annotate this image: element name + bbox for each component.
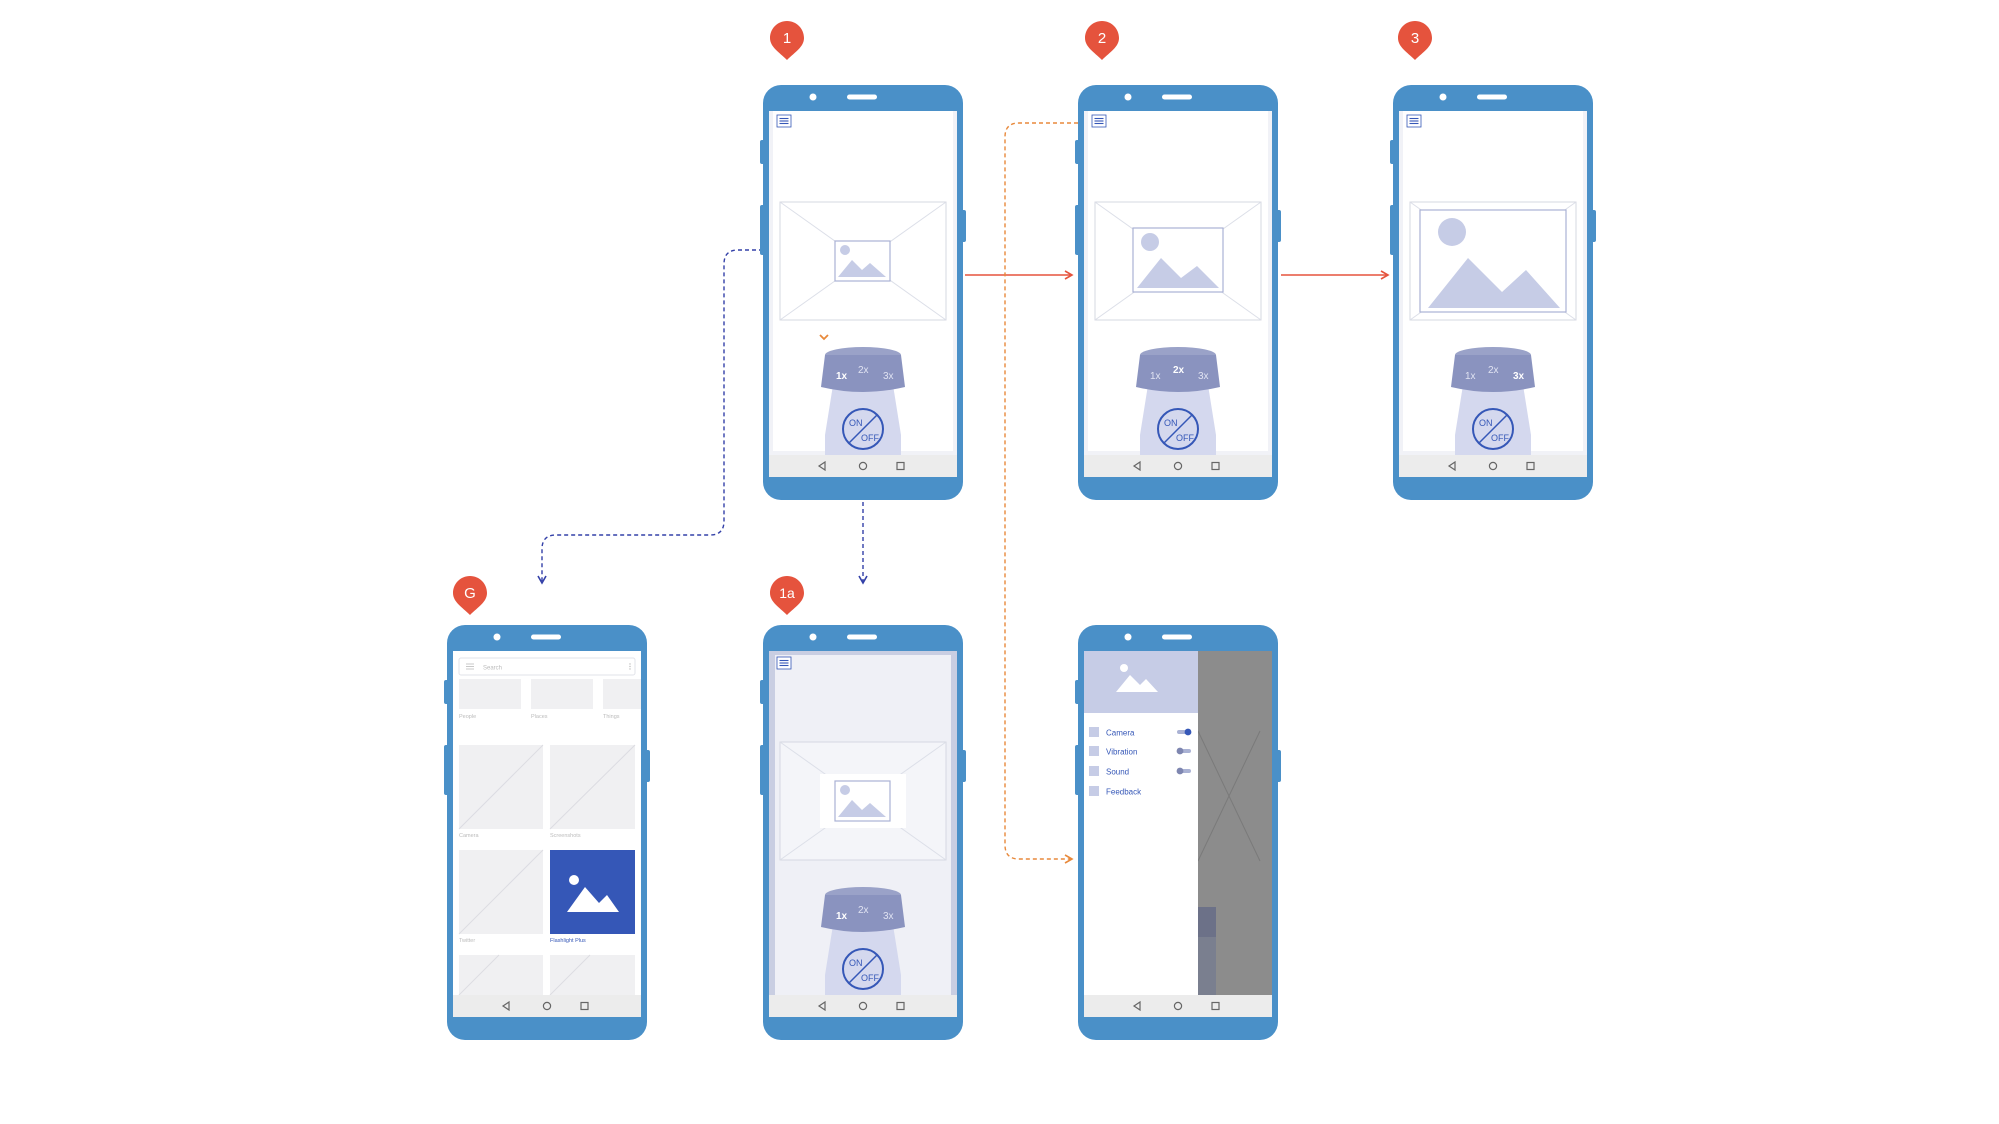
zoom-level-label: 3x xyxy=(883,371,894,382)
system-nav-bar[interactable] xyxy=(768,454,958,478)
album-label: Twitter xyxy=(459,938,475,944)
marker-screen-2: 2 xyxy=(1085,21,1119,60)
zoom-level-label: 3x xyxy=(1513,371,1525,382)
screen-3-phone: 1x 2x 3x ON OFF xyxy=(1390,85,1596,500)
zoom-level-label: 2x xyxy=(1488,365,1499,376)
more-options-icon[interactable] xyxy=(629,663,631,665)
marker-screen-3: 3 xyxy=(1398,21,1432,60)
marker-label: G xyxy=(464,585,476,602)
screen-2-phone: 1x 2x 3x ON OFF xyxy=(1075,85,1281,500)
drawer-item-label: Sound xyxy=(1106,768,1129,777)
feedback-icon xyxy=(1089,786,1099,796)
vibration-toggle[interactable] xyxy=(1176,747,1191,755)
search-placeholder: Search xyxy=(483,666,502,672)
menu-icon[interactable] xyxy=(1091,114,1107,128)
sound-icon xyxy=(1089,766,1099,776)
marker-screen-1a: 1a xyxy=(770,576,804,615)
zoom-level-label: 1x xyxy=(1150,371,1161,382)
menu-icon[interactable] xyxy=(776,656,792,670)
zoom-level-label: 2x xyxy=(1173,365,1185,376)
zoom-power-dial[interactable]: 1x 2x 3x ON OFF xyxy=(1136,347,1220,477)
image-icon xyxy=(1120,664,1128,672)
menu-icon[interactable] xyxy=(776,114,792,128)
zoom-level-label: 2x xyxy=(858,365,869,376)
image-icon xyxy=(569,875,579,885)
power-on-label: ON xyxy=(849,418,863,428)
system-nav-bar[interactable] xyxy=(1083,454,1273,478)
marker-label: 1a xyxy=(779,585,795,601)
system-nav-bar[interactable] xyxy=(1398,454,1588,478)
drawer-item-camera[interactable]: Camera xyxy=(1089,727,1192,738)
album-tile-selected[interactable] xyxy=(550,850,635,934)
power-on-label: ON xyxy=(1164,418,1178,428)
marker-screen-g: G xyxy=(453,576,487,615)
album-tile[interactable] xyxy=(459,679,521,709)
album-tile[interactable] xyxy=(458,954,543,996)
vibration-icon xyxy=(1089,746,1099,756)
album-tile[interactable] xyxy=(531,679,593,709)
album-tile[interactable] xyxy=(603,679,641,709)
zoom-power-dial[interactable]: 1x 2x 3x ON OFF xyxy=(1451,347,1535,477)
screen-1a-phone: 1x 2x 3x ON OFF xyxy=(760,625,966,1040)
power-on-label: ON xyxy=(1479,418,1493,428)
album-tile[interactable] xyxy=(549,744,636,830)
marker-label: 3 xyxy=(1411,30,1419,47)
system-nav-bar[interactable] xyxy=(452,994,642,1018)
album-tile[interactable] xyxy=(549,954,635,996)
drawer-item-label: Camera xyxy=(1106,729,1135,738)
album-label: Places xyxy=(531,714,548,720)
album-tile[interactable] xyxy=(458,744,544,830)
power-off-label: OFF xyxy=(1491,433,1509,443)
zoom-level-label: 1x xyxy=(836,911,848,922)
sound-toggle[interactable] xyxy=(1176,767,1191,775)
album-label: Camera xyxy=(459,833,480,839)
drawer-item-vibration[interactable]: Vibration xyxy=(1089,746,1191,757)
link-1-to-gallery xyxy=(537,249,763,585)
drawer-item-label: Vibration xyxy=(1106,748,1137,757)
screen-1-phone: 1x 2x 3x ON OFF xyxy=(760,85,966,500)
album-label: Screenshots xyxy=(550,833,581,839)
image-placeholder xyxy=(779,741,947,861)
search-bar[interactable]: Search xyxy=(458,657,636,676)
marker-screen-1: 1 xyxy=(770,21,804,60)
image-placeholder xyxy=(1409,201,1577,321)
power-off-label: OFF xyxy=(861,973,879,983)
image-placeholder xyxy=(779,201,947,321)
system-nav-bar[interactable] xyxy=(1083,994,1273,1018)
screen-g-phone: Search People Places Things Camera Scree… xyxy=(444,625,650,1040)
screen-drawer-phone: Camera Vibration Sound Feedback xyxy=(1075,625,1281,1040)
link-2-to-drawer xyxy=(1004,122,1078,864)
image-placeholder xyxy=(1094,201,1262,321)
camera-toggle[interactable] xyxy=(1177,728,1192,736)
zoom-level-label: 2x xyxy=(858,905,869,916)
marker-label: 2 xyxy=(1098,30,1106,47)
drawer-item-sound[interactable]: Sound xyxy=(1089,766,1191,777)
album-label-selected: Flashlight Plus xyxy=(550,938,586,944)
album-label: People xyxy=(459,714,476,720)
dimmed-background[interactable] xyxy=(1197,651,1272,995)
camera-icon xyxy=(1089,727,1099,737)
zoom-power-dial[interactable]: 1x 2x 3x ON OFF xyxy=(821,347,905,477)
zoom-level-label: 3x xyxy=(1198,371,1209,382)
power-off-label: OFF xyxy=(861,433,879,443)
zoom-power-dial[interactable]: 1x 2x 3x ON OFF xyxy=(821,887,905,995)
zoom-level-label: 1x xyxy=(1465,371,1476,382)
power-on-label: ON xyxy=(849,958,863,968)
system-nav-bar[interactable] xyxy=(768,994,958,1018)
marker-label: 1 xyxy=(783,30,791,47)
power-off-label: OFF xyxy=(1176,433,1194,443)
album-label: Things xyxy=(603,714,620,720)
zoom-level-label: 3x xyxy=(883,911,894,922)
menu-icon[interactable] xyxy=(1406,114,1422,128)
drawer-item-feedback[interactable]: Feedback xyxy=(1089,786,1142,797)
album-tile[interactable] xyxy=(458,849,544,935)
zoom-level-label: 1x xyxy=(836,371,848,382)
drawer-header xyxy=(1084,651,1198,713)
connectors xyxy=(537,122,1390,864)
drawer-item-label: Feedback xyxy=(1106,788,1142,797)
expand-chevron-icon[interactable] xyxy=(819,334,829,341)
